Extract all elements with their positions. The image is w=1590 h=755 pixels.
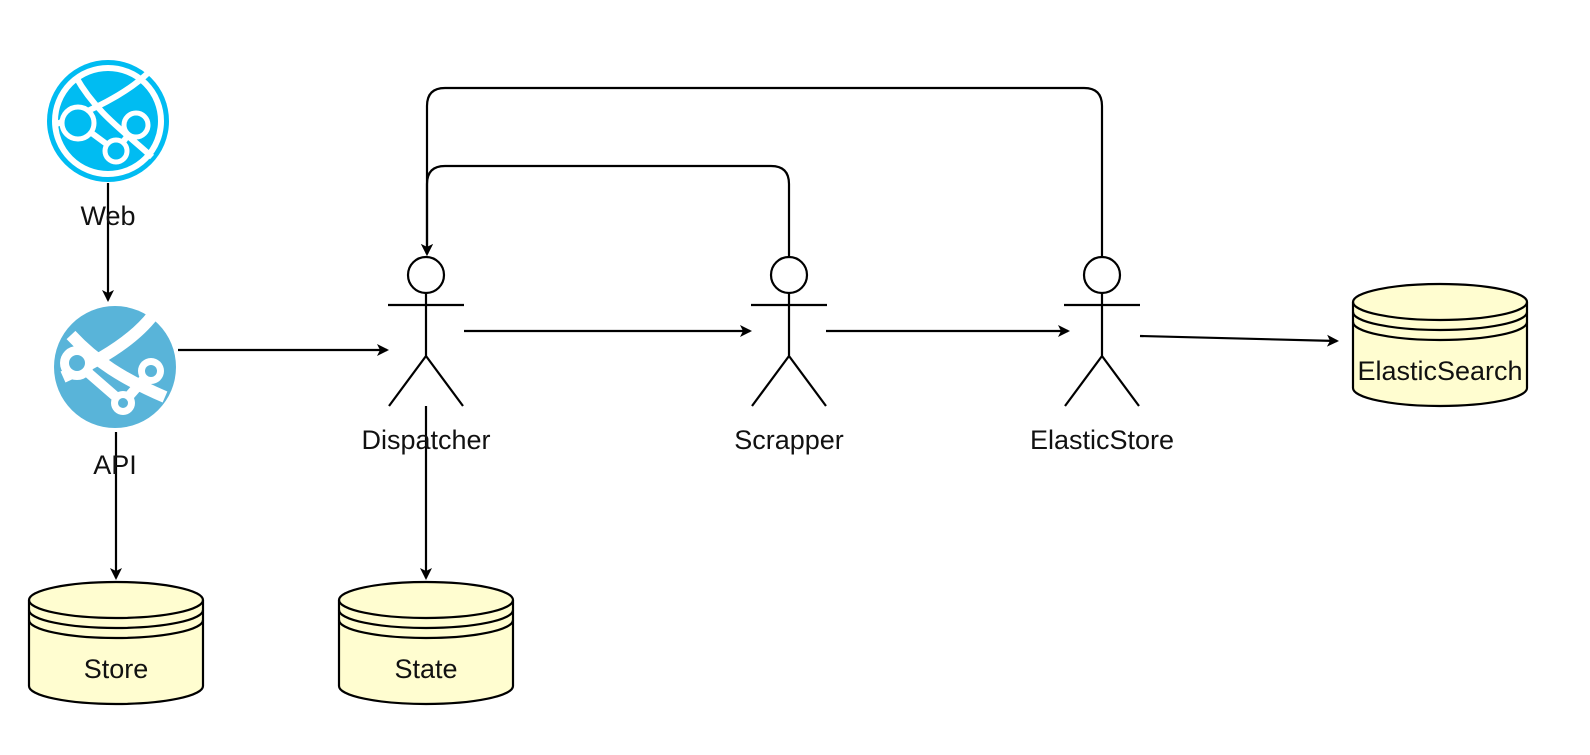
edges: [102, 86, 1339, 580]
elasticstore-actor-icon: [1064, 255, 1140, 407]
elasticstore-actor: ElasticStore: [1030, 255, 1174, 455]
elasticstore-label: ElasticStore: [1030, 425, 1174, 455]
elasticsearch-database-icon: [1351, 282, 1529, 408]
edge-elasticstore-to-dispatcher: [421, 86, 1104, 257]
web-label: Web: [80, 201, 135, 231]
elasticsearch-label: ElasticSearch: [1357, 356, 1522, 386]
edge-elasticstore-to-elasticsearch: [1139, 334, 1339, 347]
state-database: State: [337, 580, 515, 706]
elasticsearch-database: ElasticSearch: [1351, 282, 1529, 408]
store-database: Store: [27, 580, 205, 706]
web-app-icon: [47, 60, 169, 182]
scrapper-actor: Scrapper: [734, 255, 844, 455]
store-database-icon: [27, 580, 205, 706]
dispatcher-actor: Dispatcher: [361, 255, 491, 455]
edge-scrapper-to-dispatcher: [421, 164, 791, 257]
web-node: Web: [47, 60, 169, 231]
api-label: API: [93, 450, 137, 480]
state-label: State: [394, 654, 457, 684]
api-node: API: [54, 306, 176, 480]
scrapper-label: Scrapper: [734, 425, 844, 455]
scrapper-actor-icon: [751, 255, 827, 407]
dispatcher-label: Dispatcher: [361, 425, 490, 455]
dispatcher-actor-icon: [388, 255, 464, 407]
store-label: Store: [84, 654, 149, 684]
state-database-icon: [337, 580, 515, 706]
api-app-icon: [54, 306, 176, 428]
